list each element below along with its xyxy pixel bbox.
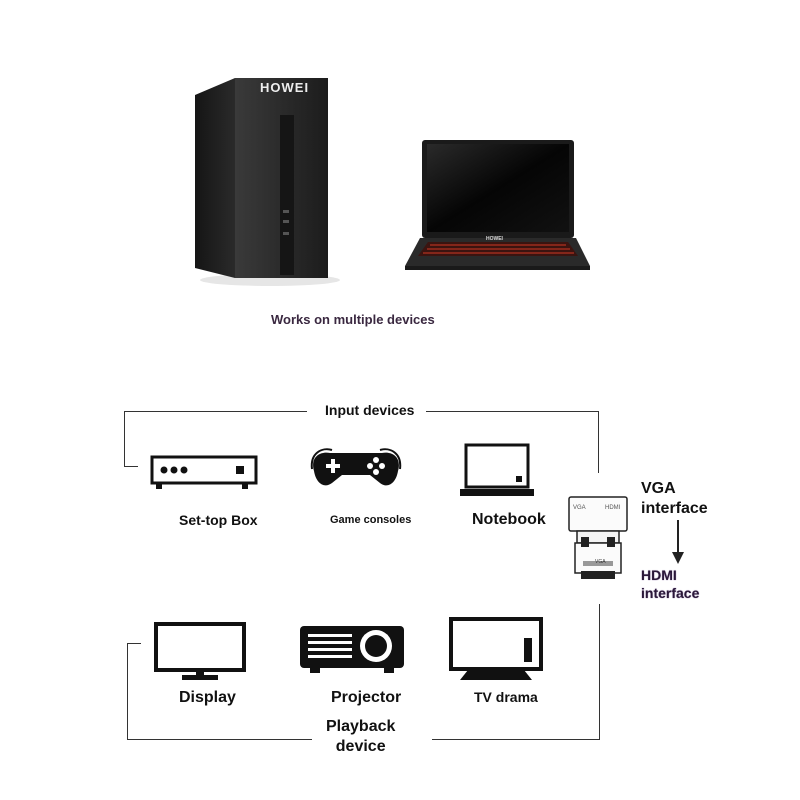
adapter-port-label-vga: VGA [573, 505, 586, 511]
device-label-game-consoles: Game consoles [330, 514, 412, 526]
device-label-tv-drama: TV drama [474, 689, 538, 705]
arrow-down-icon [672, 520, 684, 564]
laptop-brand-logo: HOWEI [486, 236, 503, 242]
tv-icon [448, 616, 544, 682]
set-top-box-icon [150, 455, 258, 491]
device-label-set-top-box: Set-top Box [179, 512, 258, 528]
playback-devices-title: Playback device [320, 717, 402, 757]
device-label-notebook: Notebook [472, 511, 546, 528]
hero-caption: Works on multiple devices [271, 312, 435, 327]
adapter-port-label-hdmi: HDMI [605, 505, 621, 511]
hdmi-interface-label: HDMI interface [641, 567, 700, 601]
adapter-body-label: VGA [595, 559, 606, 565]
device-label-projector: Projector [331, 689, 402, 706]
projector-icon [298, 624, 406, 674]
vga-interface-label: VGA interface [641, 480, 708, 517]
notebook-icon [460, 442, 536, 498]
device-label-display: Display [179, 689, 236, 706]
tower-brand-logo: HOWEI [260, 80, 310, 95]
laptop-image: HOWEI [400, 138, 595, 278]
input-devices-title: Input devices [319, 402, 421, 418]
desktop-tower-image: HOWEI [190, 70, 340, 290]
gamepad-icon [308, 447, 404, 493]
monitor-icon [152, 620, 248, 682]
vga-hdmi-adapter-image: VGA HDMI VGA [565, 495, 631, 585]
